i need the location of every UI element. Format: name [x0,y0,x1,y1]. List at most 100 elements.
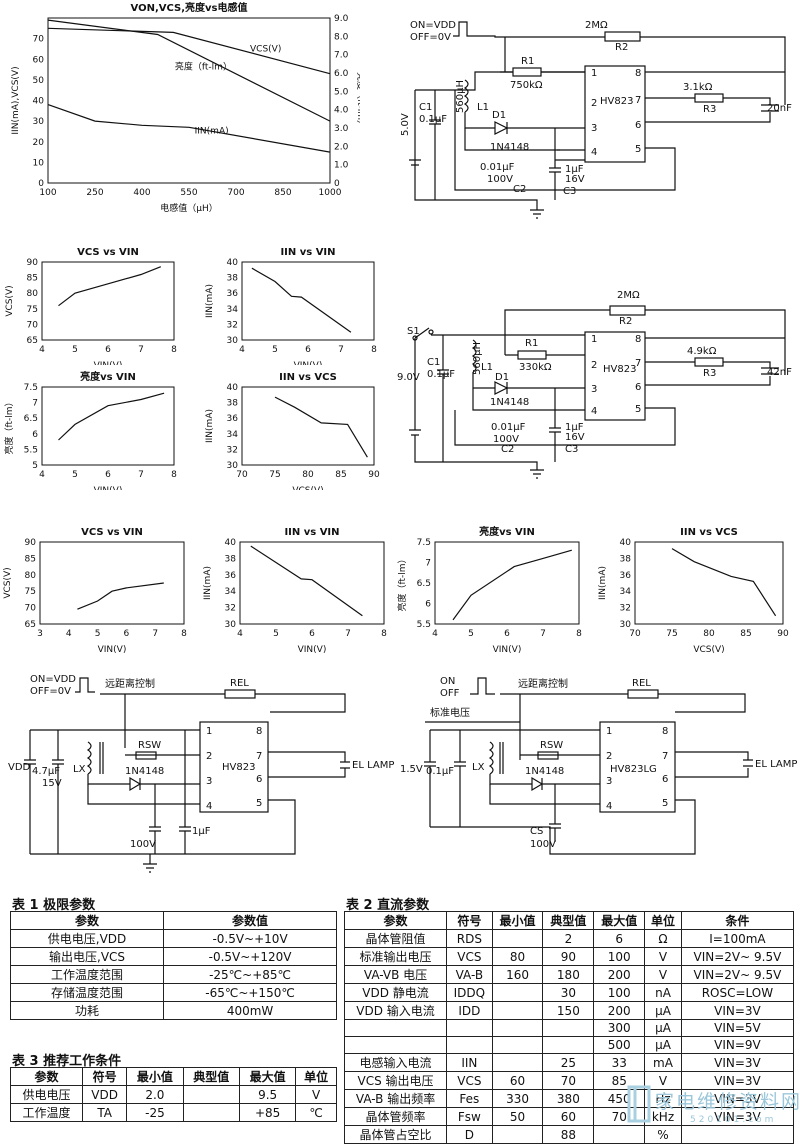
svg-text:5.0V: 5.0V [400,113,411,136]
plot-frame [241,386,375,466]
table-cell: 80 [491,947,544,966]
y-tick-label: 90 [25,538,37,548]
table-cell: 90 [542,947,595,966]
svg-text:7: 7 [635,358,641,369]
svg-text:5: 5 [662,798,668,809]
y-tick-label: 30 [227,336,239,346]
series-line [452,549,572,621]
svg-text:100V: 100V [530,839,556,850]
svg-text:R1: R1 [525,338,538,349]
series-label: VCS(V) [250,45,281,55]
svg-text:REL: REL [230,678,249,689]
svg-text:5: 5 [635,144,641,155]
y-tick-label: 32 [620,604,631,614]
table-cell: VIN=5V [680,1019,795,1037]
table-cell [542,1019,595,1037]
y-tick-label: 6.5 [24,414,38,424]
table-cell: ℃ [295,1103,337,1122]
table-cell: kHz [644,1107,682,1126]
table-cell: -0.5V~+120V [163,947,337,966]
table-cell: 60 [491,1071,544,1090]
svg-text:1.5V: 1.5V [400,764,423,775]
plot-frame [241,261,375,341]
y-axis-label: 亮度（ft-lm） [3,397,15,454]
y-tick-label: 38 [227,399,239,409]
svg-text:RSW: RSW [540,740,563,751]
x-tick-label: 5 [72,345,78,355]
svg-text:1N4148: 1N4148 [490,397,529,408]
table-cell: μA [644,1036,682,1054]
table3-caption: 表 3 推荐工作条件 [12,1054,122,1069]
x-tick-label: 5 [95,629,101,639]
svg-text:330kΩ: 330kΩ [519,362,552,373]
svg-text:CS: CS [530,826,543,837]
svg-text:4: 4 [591,147,597,158]
svg-text:9.0V: 9.0V [397,372,420,383]
series-line [274,396,368,458]
svg-text:8: 8 [635,334,641,345]
column-header: 单位 [644,911,682,930]
y-tick-label: 70 [33,35,45,45]
column-header: 条件 [680,911,795,930]
y-tick-label: 40 [225,538,237,548]
y-tick-label: 40 [620,538,632,548]
table-cell [491,983,544,1002]
x-axis-label: VIN(V) [493,645,522,655]
svg-text:C1: C1 [427,357,440,368]
y-tick-label: 32 [227,445,238,455]
table-cell: 9.5 [238,1085,297,1104]
table-cell: 工作温度 [9,1103,84,1122]
y-tick-label: 34 [225,587,237,597]
svg-text:HV823: HV823 [603,364,636,375]
y-tick-label: 7.5 [24,383,38,393]
svg-text:1: 1 [606,726,612,737]
table-cell: μA [644,1001,682,1020]
x-tick-label: 7 [338,345,344,355]
svg-text:2: 2 [206,751,212,762]
y-tick-label: 7 [32,399,38,409]
table-cell: 300 [593,1019,646,1037]
x-tick-label: 4 [39,345,45,355]
x-tick-label: 550 [180,188,197,198]
y2-tick-label: 0 [334,179,340,189]
svg-text:LX: LX [73,764,86,775]
table-cell: VDD 输入电流 [343,1001,448,1020]
x-tick-label: 100 [39,188,56,198]
series-line [47,104,331,153]
table-cell: 85 [593,1071,646,1090]
svg-text:L1: L1 [481,362,493,373]
svg-text:3: 3 [606,776,612,787]
table-cell: 电感输入电流 [343,1053,448,1072]
svg-text:2: 2 [591,98,597,109]
table-cell: 100 [593,983,646,1002]
svg-text:2MΩ: 2MΩ [585,20,608,31]
svg-text:100V: 100V [493,434,519,445]
y-tick-label: 70 [25,604,37,614]
x-tick-label: 8 [576,629,582,639]
table-cell: 晶体管频率 [343,1107,448,1126]
y-tick-label: 6 [32,430,38,440]
table-cell: VDD 静电流 [343,983,448,1002]
table-cell [491,929,544,948]
svg-text:ON=VDD: ON=VDD [30,674,76,685]
table-cell: +85 [238,1103,297,1122]
y-tick-label: 6.5 [417,579,431,589]
table-cell: 6 [593,929,646,948]
column-header: 符号 [446,911,493,930]
table-cell: 输出电压,VCS [9,947,165,966]
table-cell [182,1085,240,1104]
table-cell: Fes [446,1089,493,1108]
plot-frame [47,17,331,184]
svg-text:2: 2 [606,751,612,762]
svg-text:VDD: VDD [8,762,31,773]
table-cell [680,1125,795,1144]
x-tick-label: 80 [703,629,715,639]
x-tick-label: 85 [740,629,751,639]
table-cell: 33 [593,1053,646,1072]
table-cell: 60 [542,1107,595,1126]
x-tick-label: 6 [105,345,111,355]
